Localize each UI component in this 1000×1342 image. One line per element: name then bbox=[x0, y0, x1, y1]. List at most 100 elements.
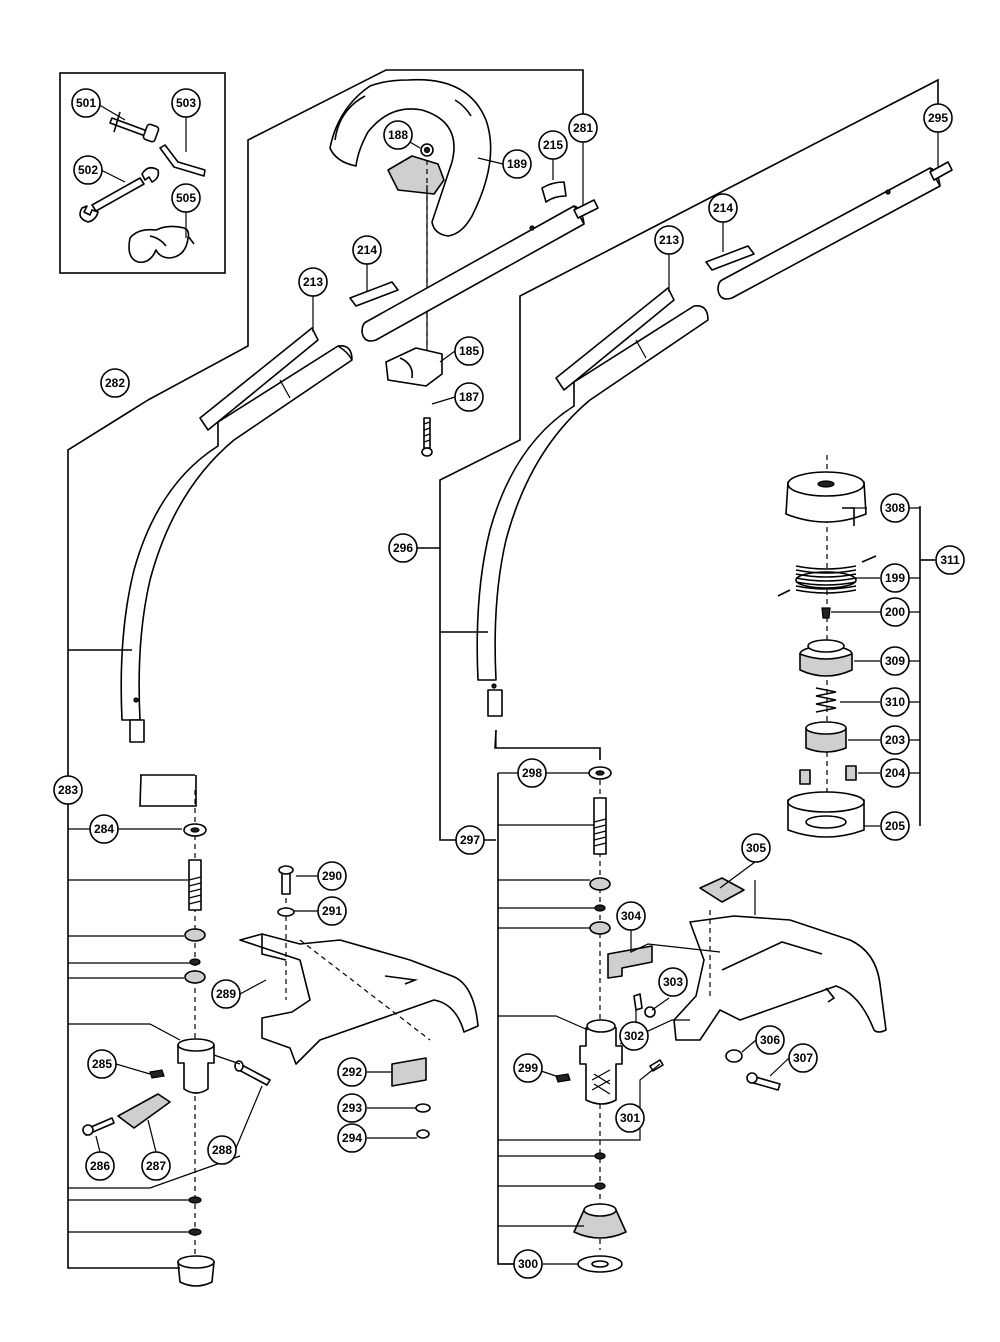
callout-299: 299 bbox=[513, 1053, 543, 1083]
safety-glasses-drawing bbox=[128, 225, 195, 264]
callout-circle bbox=[298, 267, 328, 297]
part-number-label: 290 bbox=[322, 869, 342, 883]
part-number-label: 501 bbox=[76, 96, 96, 110]
callout-307: 307 bbox=[788, 1043, 818, 1073]
callout-311: 311 bbox=[935, 545, 965, 575]
part-number-label: 304 bbox=[621, 909, 641, 923]
callout-305: 305 bbox=[741, 833, 771, 863]
callout-circle bbox=[211, 979, 241, 1009]
loop-handle-drawing bbox=[329, 78, 492, 370]
part-number-label: 185 bbox=[459, 344, 479, 358]
callout-309: 309 bbox=[880, 646, 910, 676]
callout-circle bbox=[502, 149, 532, 179]
callout-circle bbox=[741, 833, 771, 863]
callout-circle bbox=[454, 382, 484, 412]
callout-501: 501 bbox=[71, 88, 101, 118]
callout-294: 294 bbox=[337, 1123, 367, 1153]
part-number-label: 502 bbox=[78, 163, 98, 177]
part-number-label: 307 bbox=[793, 1051, 813, 1065]
callout-circle bbox=[171, 183, 201, 213]
callout-285: 285 bbox=[87, 1049, 117, 1079]
callout-circle bbox=[568, 113, 598, 143]
part-number-label: 297 bbox=[460, 833, 480, 847]
part-number-label: 200 bbox=[885, 605, 905, 619]
callout-204: 204 bbox=[880, 758, 910, 788]
part-number-label: 213 bbox=[303, 275, 323, 289]
right-guard-drawing bbox=[607, 877, 887, 1091]
callout-circle bbox=[880, 597, 910, 627]
callout-505: 505 bbox=[171, 183, 201, 213]
callout-circle bbox=[880, 646, 910, 676]
callout-circle bbox=[619, 1021, 649, 1051]
part-number-label: 283 bbox=[58, 783, 78, 797]
part-number-label: 298 bbox=[522, 766, 542, 780]
trimmer-head-drawing bbox=[777, 455, 877, 838]
callout-283: 283 bbox=[53, 775, 83, 805]
part-number-label: 282 bbox=[105, 376, 125, 390]
part-number-label: 289 bbox=[216, 987, 236, 1001]
part-number-label: 299 bbox=[518, 1061, 538, 1075]
callout-circle bbox=[317, 861, 347, 891]
callout-297: 297 bbox=[455, 825, 485, 855]
part-number-label: 505 bbox=[176, 191, 196, 205]
callout-502: 502 bbox=[73, 155, 103, 185]
callout-circle bbox=[352, 235, 382, 265]
callout-304: 304 bbox=[616, 901, 646, 931]
part-number-label: 310 bbox=[885, 695, 905, 709]
callout-298: 298 bbox=[517, 758, 547, 788]
callout-281: 281 bbox=[568, 113, 598, 143]
part-number-label: 308 bbox=[885, 501, 905, 515]
callout-185: 185 bbox=[454, 336, 484, 366]
callout-circle bbox=[880, 725, 910, 755]
callout-circle bbox=[87, 1049, 117, 1079]
callout-circle bbox=[100, 368, 130, 398]
clamp-screw-drawing bbox=[421, 417, 433, 457]
callout-circle bbox=[788, 1043, 818, 1073]
callout-circle bbox=[455, 825, 485, 855]
box-wrench-drawing bbox=[109, 111, 160, 143]
grip-tape-long-right-drawing bbox=[555, 287, 675, 391]
callout-circle bbox=[454, 336, 484, 366]
part-number-label: 302 bbox=[624, 1029, 644, 1043]
spanner-drawing bbox=[79, 166, 160, 223]
callout-circle bbox=[880, 811, 910, 841]
callout-189: 189 bbox=[502, 149, 532, 179]
callout-circle bbox=[513, 1249, 543, 1279]
callout-199: 199 bbox=[880, 563, 910, 593]
callout-214: 214 bbox=[708, 193, 738, 223]
part-number-label: 214 bbox=[357, 243, 377, 257]
callout-301: 301 bbox=[615, 1103, 645, 1133]
callout-302: 302 bbox=[619, 1021, 649, 1051]
callout-circle bbox=[337, 1057, 367, 1087]
callout-circle bbox=[755, 1025, 785, 1055]
callout-circle bbox=[517, 758, 547, 788]
part-number-label: 288 bbox=[212, 1143, 232, 1157]
handle-clamp-lower-drawing bbox=[385, 347, 443, 387]
callout-circle bbox=[317, 896, 347, 926]
part-number-label: 281 bbox=[573, 121, 593, 135]
callout-circle bbox=[923, 103, 953, 133]
part-number-label: 291 bbox=[322, 904, 342, 918]
part-number-label: 215 bbox=[543, 138, 563, 152]
callout-300: 300 bbox=[513, 1249, 543, 1279]
callout-295: 295 bbox=[923, 103, 953, 133]
callout-296: 296 bbox=[388, 533, 418, 563]
callout-287: 287 bbox=[141, 1151, 171, 1181]
callout-214: 214 bbox=[352, 235, 382, 265]
part-number-label: 213 bbox=[659, 233, 679, 247]
callout-213: 213 bbox=[654, 225, 684, 255]
part-number-label: 300 bbox=[518, 1257, 538, 1271]
callout-306: 306 bbox=[755, 1025, 785, 1055]
callout-circle bbox=[337, 1093, 367, 1123]
callout-circle bbox=[654, 225, 684, 255]
callout-310: 310 bbox=[880, 687, 910, 717]
callout-circle bbox=[141, 1151, 171, 1181]
callout-292: 292 bbox=[337, 1057, 367, 1087]
part-number-label: 296 bbox=[393, 541, 413, 555]
callout-circle bbox=[337, 1123, 367, 1153]
grip-sleeve-215-drawing bbox=[541, 181, 567, 203]
callout-303: 303 bbox=[658, 967, 688, 997]
part-number-label: 204 bbox=[885, 766, 905, 780]
